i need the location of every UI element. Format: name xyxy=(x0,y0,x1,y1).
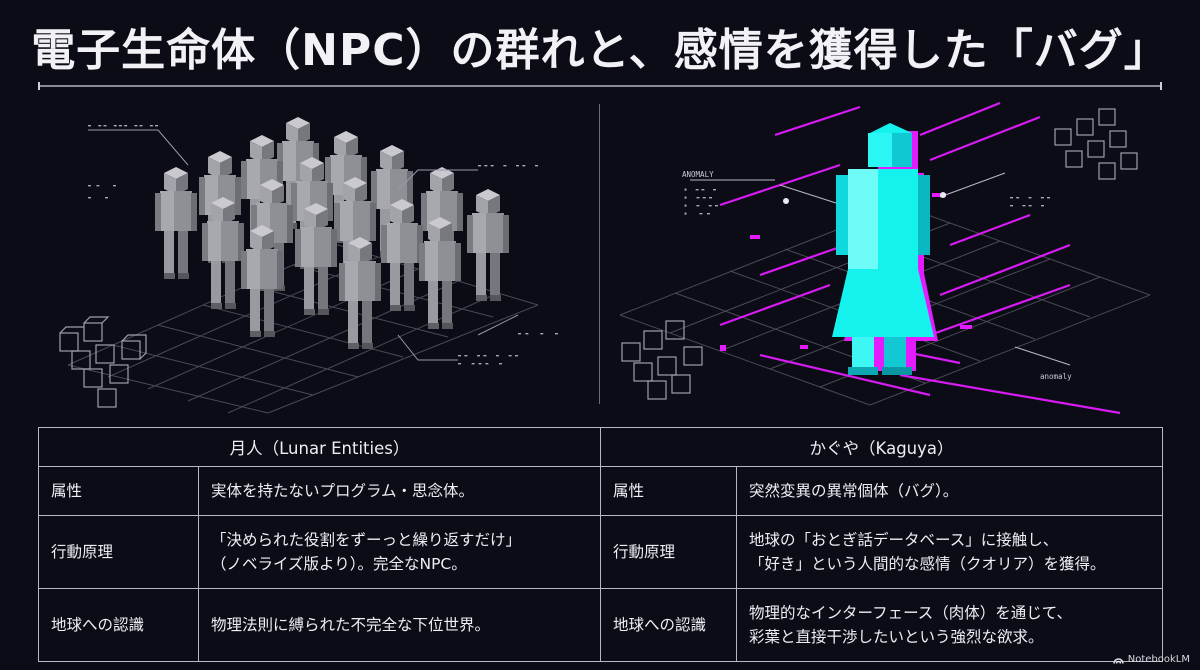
underline-cap xyxy=(1160,82,1162,90)
svg-text:▬▬ ▬▬ ▬ ▬▬: ▬▬ ▬▬ ▬ ▬▬ xyxy=(458,353,518,359)
cell-line: （ノベライズ版より）。完全なNPC。 xyxy=(211,555,467,573)
cell-line: 実体を持たないプログラム・思念体。 xyxy=(211,481,475,500)
lunar-cell: 物理法則に縛られた不完全な下位世界。 xyxy=(197,588,602,662)
kaguya-anomaly-illustration: ANOMALY anomaly ▪ ▬▬ ▬ ▪ ▬▬▬ ▪ ▬ ▬▬ ▪ ▬▬… xyxy=(619,101,1151,415)
header-lunar-entities: 月人（Lunar Entities） xyxy=(37,427,602,467)
cell-line: 地球の「おとぎ話データベース」に接触し、 xyxy=(749,530,1059,549)
svg-text:▬ ▬▬▬ ▬: ▬ ▬▬▬ ▬ xyxy=(458,361,502,367)
svg-text:▪ ▬ ▬▬: ▪ ▬ ▬▬ xyxy=(684,203,718,209)
svg-text:▬ ▬: ▬ ▬ xyxy=(88,195,108,201)
kaguya-cell: 地球の「おとぎ話データベース」に接触し、 「好き」という人間的な感情（クオリア）… xyxy=(736,515,1164,589)
svg-text:▬ ▬▬ ▬▬▬ ▬▬ ▬▬: ▬ ▬▬ ▬▬▬ ▬▬ ▬▬ xyxy=(88,123,158,129)
cell-line: 「決められた役割をずーっと繰り返すだけ」 xyxy=(211,530,522,549)
lunar-cell: 「決められた役割をずーっと繰り返すだけ」 （ノベライズ版より）。完全なNPC。 xyxy=(197,515,602,589)
cell-line: 突然変異の異常個体（バグ）。 xyxy=(749,481,959,500)
svg-text:▪ ▬▬: ▪ ▬▬ xyxy=(684,211,710,217)
row-label: 地球への認識 xyxy=(600,588,738,662)
notebooklm-logo-icon xyxy=(1113,658,1124,664)
table-row: 行動原理 「決められた役割をずーっと繰り返すだけ」 （ノベライズ版より）。完全な… xyxy=(38,515,1164,589)
npc-crowd-illustration: ▬ ▬▬ ▬▬▬ ▬▬ ▬▬ ▬▬ ▬ ▬ ▬ ▬▬▬ ▬ ▬▬ ▬ ▬▬ ▬▬… xyxy=(59,117,558,414)
table-row: 属性 実体を持たないプログラム・思念体。 属性 突然変異の異常個体（バグ）。 xyxy=(38,466,1164,516)
row-label: 行動原理 xyxy=(38,515,199,589)
row-label: 属性 xyxy=(600,466,738,516)
annotation-dot xyxy=(783,198,789,204)
lunar-cell: 実体を持たないプログラム・思念体。 xyxy=(197,466,602,516)
row-label: 属性 xyxy=(38,466,199,516)
cell-line: 物理法則に縛られた不完全な下位世界。 xyxy=(211,615,491,634)
kaguya-cell: 突然変異の異常個体（バグ）。 xyxy=(736,466,1164,516)
kaguya-cell: 物理的なインターフェース（肉体）を通じて、 彩葉と直接干渉したいという強烈な欲求… xyxy=(736,588,1164,662)
annotation-dot xyxy=(940,192,946,198)
notebooklm-watermark: NotebookLM xyxy=(1113,654,1190,665)
svg-text:▬▬ ▬ ▬▬: ▬▬ ▬ ▬▬ xyxy=(1010,195,1050,201)
svg-text:▬▬▬ ▬ ▬▬ ▬: ▬▬▬ ▬ ▬▬ ▬ xyxy=(478,163,538,169)
svg-text:▬ ▬▬ ▬: ▬ ▬▬ ▬ xyxy=(1010,203,1044,209)
header-kaguya: かぐや（Kaguya） xyxy=(600,427,1164,467)
svg-text:▬▬ ▬ ▬: ▬▬ ▬ ▬ xyxy=(518,331,558,337)
cell-line: 物理的なインターフェース（肉体）を通じて、 xyxy=(749,603,1073,622)
brand-label: NotebookLM xyxy=(1127,654,1190,665)
illustration-divider xyxy=(599,104,600,404)
cell-line: 「好き」という人間的な感情（クオリア）を獲得。 xyxy=(749,555,1106,573)
svg-text:▬▬ ▬: ▬▬ ▬ xyxy=(88,183,116,189)
svg-text:▪ ▬▬▬: ▪ ▬▬▬ xyxy=(684,195,712,201)
table-row: 地球への認識 物理法則に縛られた不完全な下位世界。 地球への認識 物理的なインタ… xyxy=(38,588,1164,662)
anomaly-label-top: ANOMALY xyxy=(682,170,714,179)
table-header-row: 月人（Lunar Entities） かぐや（Kaguya） xyxy=(37,427,1164,467)
row-label: 地球への認識 xyxy=(38,588,199,662)
title-underline xyxy=(38,82,1162,90)
anomaly-label-bottom: anomaly xyxy=(1040,372,1072,381)
row-label: 行動原理 xyxy=(600,515,738,589)
page-title: 電子生命体（NPC）の群れと、感情を獲得した「バグ」 xyxy=(31,25,1169,76)
comparison-table: 月人（Lunar Entities） かぐや（Kaguya） 属性 実体を持たな… xyxy=(37,427,1164,662)
cell-line: 彩葉と直接干渉したいという強烈な欲求。 xyxy=(749,628,1044,646)
underline-cap xyxy=(38,82,40,90)
svg-text:▪ ▬▬ ▬: ▪ ▬▬ ▬ xyxy=(684,187,716,193)
